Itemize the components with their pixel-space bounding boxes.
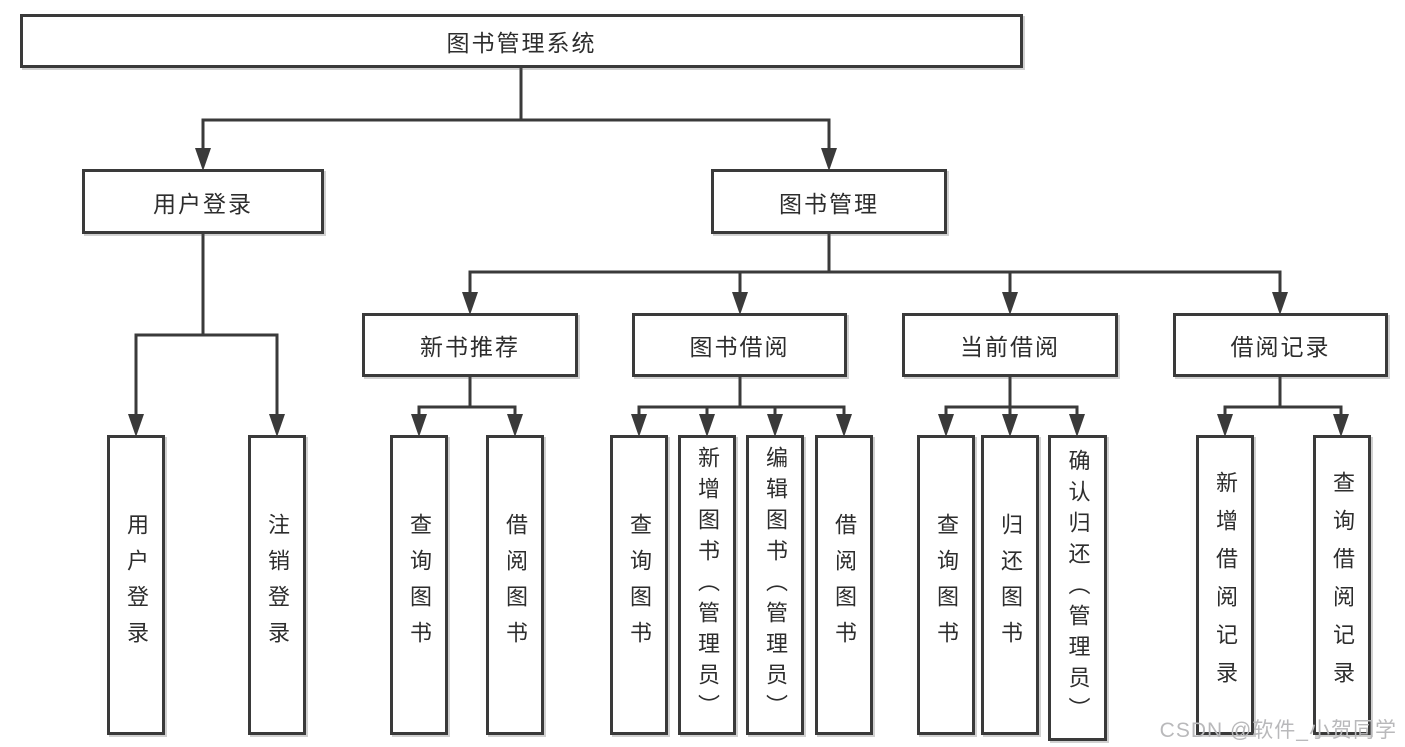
node-book-mgmt: 图书管理 [711,169,947,234]
node-user-login-label: 用户登录 [153,190,253,217]
leaf-newbooks-borrow: 借阅图书 [486,435,544,735]
node-current-borrow: 当前借阅 [902,313,1118,377]
node-new-books-label: 新书推荐 [420,334,520,360]
node-borrow-records-label: 借阅记录 [1230,334,1331,360]
node-root: 图书管理系统 [20,14,1023,68]
node-user-login: 用户登录 [82,169,324,234]
leaf-records-query: 查询借阅记录 [1313,435,1371,735]
leaf-records-query-label: 查询借阅记录 [1330,471,1355,699]
leaf-borrow-query: 查询图书 [610,435,668,735]
leaf-current-confirm: 确认归还（管理员） [1048,435,1107,741]
leaf-current-query: 查询图书 [917,435,975,735]
leaf-logout: 注销登录 [248,435,306,735]
leaf-current-confirm-label: 确认归还（管理员） [1065,448,1091,728]
leaf-borrow-query-label: 查询图书 [627,513,652,657]
leaf-borrow-borrow: 借阅图书 [815,435,873,735]
leaf-newbooks-query-label: 查询图书 [407,513,432,657]
leaf-borrow-add: 新增图书（管理员） [678,435,736,735]
leaf-records-add-label: 新增借阅记录 [1213,471,1238,699]
leaf-newbooks-borrow-label: 借阅图书 [503,513,528,657]
leaf-borrow-add-label: 新增图书（管理员） [695,445,720,725]
watermark: CSDN @软件_小贺同学 [1159,719,1397,742]
node-book-mgmt-label: 图书管理 [779,190,879,217]
leaf-newbooks-query: 查询图书 [390,435,448,735]
leaf-borrow-edit-label: 编辑图书（管理员） [763,445,788,725]
node-book-borrow-label: 图书借阅 [689,334,790,360]
leaf-records-add: 新增借阅记录 [1196,435,1254,735]
leaf-borrow-borrow-label: 借阅图书 [832,513,857,657]
leaf-user-login-label: 用户登录 [124,513,149,657]
node-book-borrow: 图书借阅 [632,313,847,377]
leaf-borrow-edit: 编辑图书（管理员） [746,435,804,735]
node-new-books: 新书推荐 [362,313,578,377]
leaf-current-return-label: 归还图书 [998,513,1023,657]
leaf-logout-label: 注销登录 [265,513,290,657]
leaf-user-login: 用户登录 [107,435,165,735]
node-root-label: 图书管理系统 [446,30,597,56]
leaf-current-return: 归还图书 [981,435,1039,735]
node-borrow-records: 借阅记录 [1173,313,1388,377]
node-current-borrow-label: 当前借阅 [960,334,1060,360]
leaf-current-query-label: 查询图书 [934,513,959,657]
